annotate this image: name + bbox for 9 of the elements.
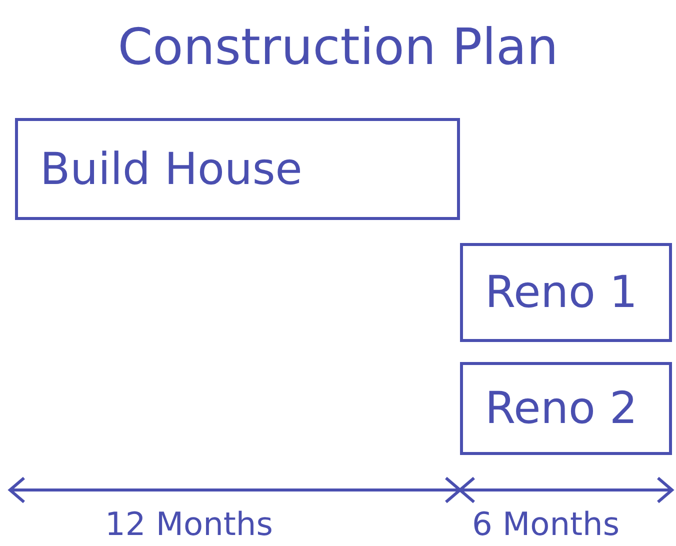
task-label: Build House [39,144,302,194]
task-label: Reno 1 [484,267,638,318]
title: Construction Plan [116,18,560,76]
task-bar [15,118,460,220]
task-bar [460,243,672,342]
duration-label: 6 Months [472,505,620,543]
duration-label: 12 Months [105,505,273,543]
task-label: Reno 2 [484,383,638,434]
task-bar [460,362,672,455]
